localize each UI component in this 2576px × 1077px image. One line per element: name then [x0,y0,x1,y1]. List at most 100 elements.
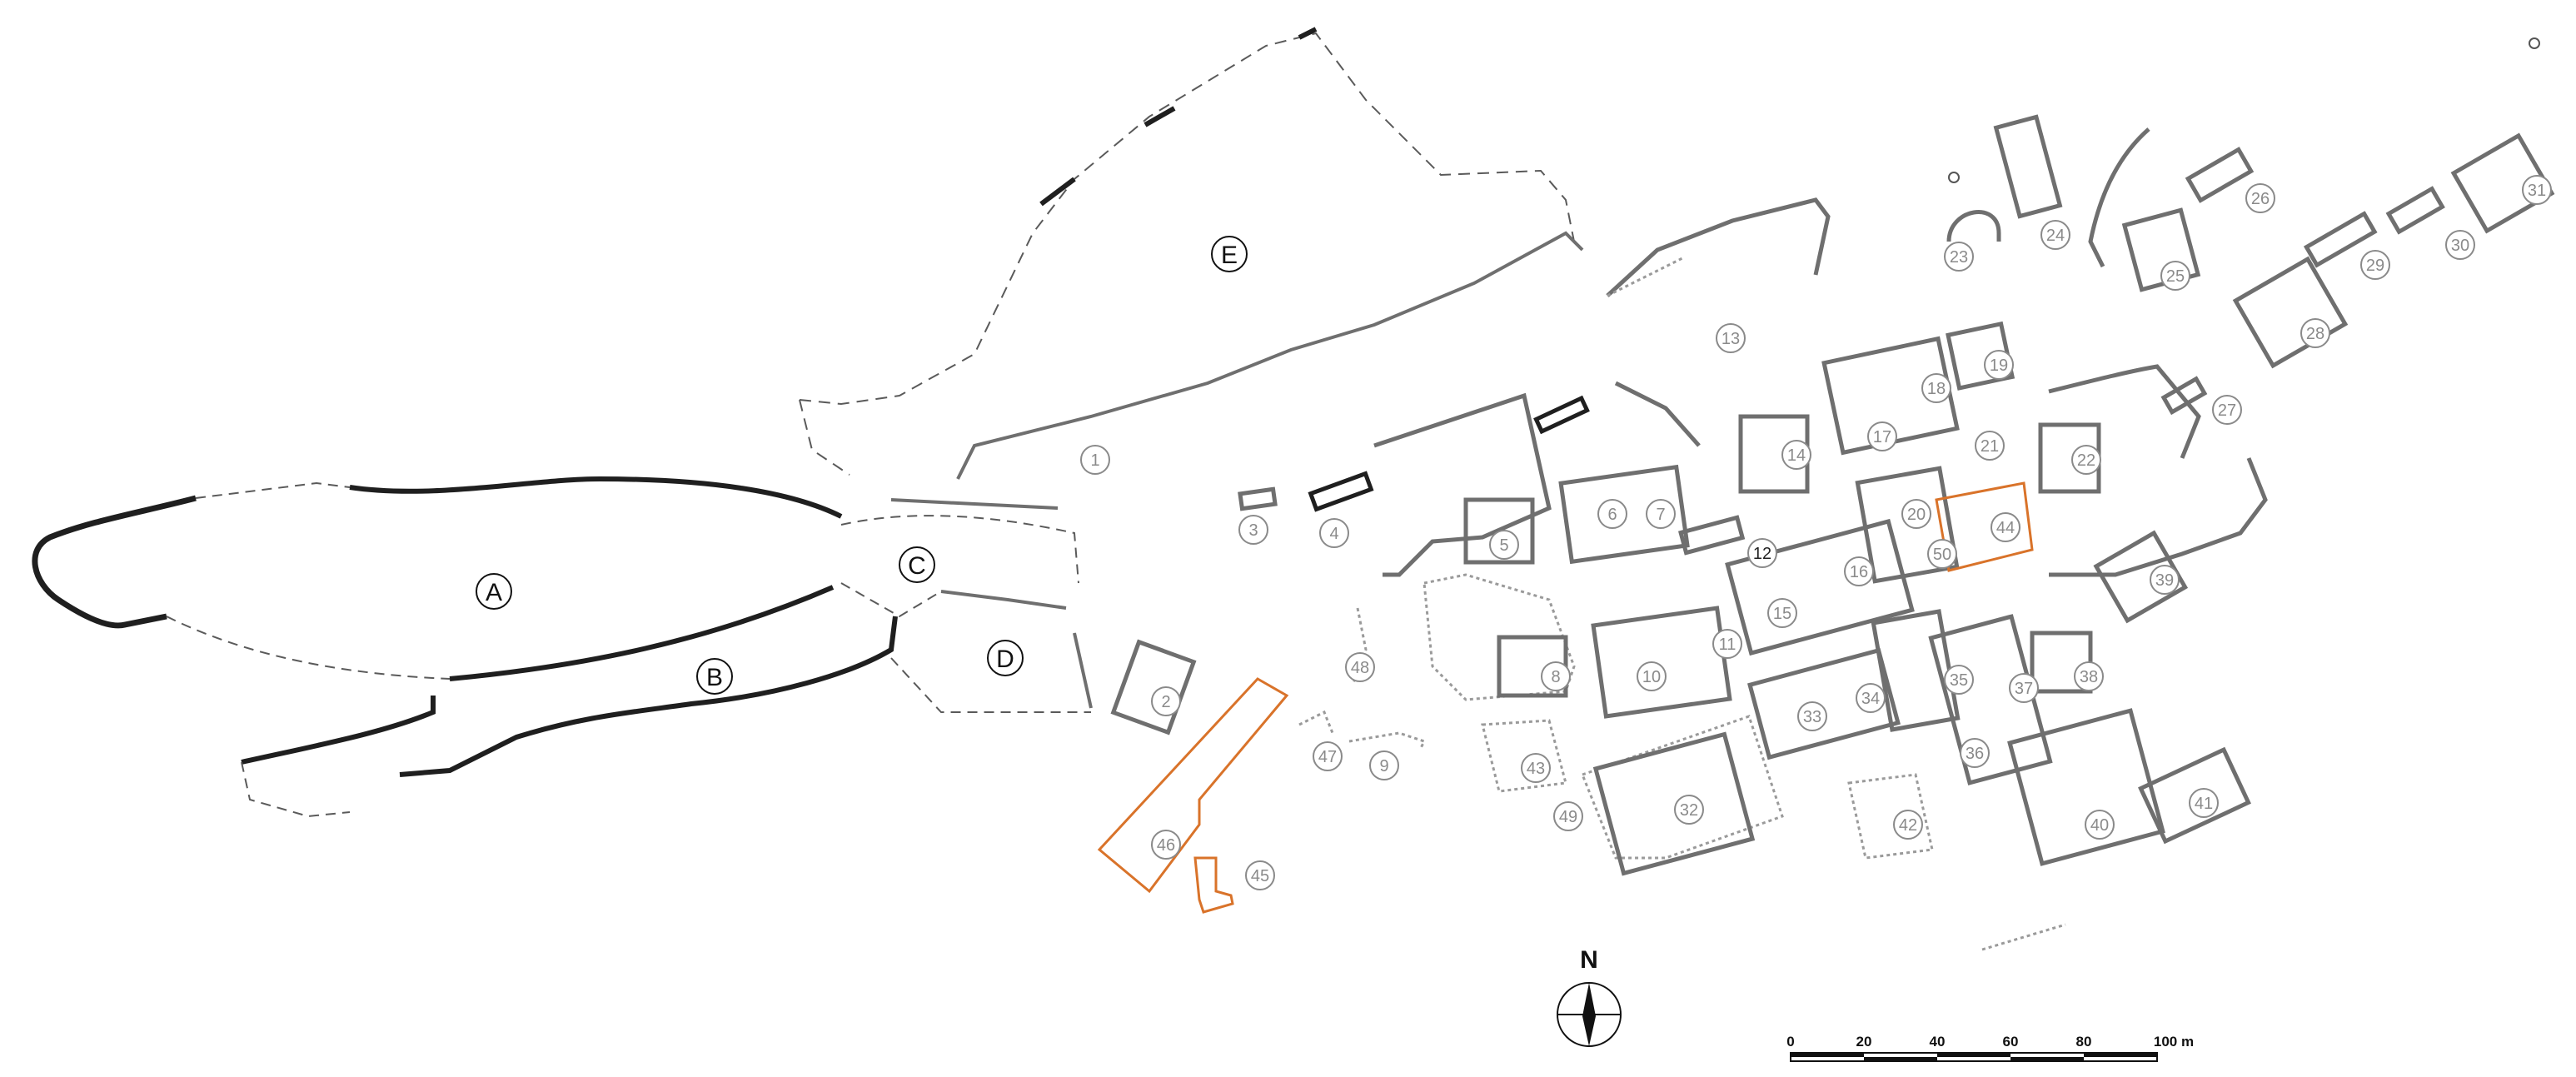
structure-label-circle [1151,686,1181,716]
zone-label: C [908,552,926,580]
structure-label: 49 [1559,808,1577,826]
building-27 [2160,376,2208,416]
structure-label-circle [1541,661,1571,691]
structure-label-circle [1767,598,1797,628]
structure-label: 41 [2195,795,2213,813]
zone-label: E [1221,242,1238,269]
structure-label: 3 [1248,521,1258,540]
wall-25-curve [2088,127,2150,268]
structure-label-circle [1245,860,1275,890]
wall-1-block [1373,392,1552,577]
scale-bar-tick-label: 20 [1856,1034,1872,1050]
building-4b [1533,395,1590,435]
structure-label: 48 [1351,659,1369,677]
structure-label-circle [1369,750,1399,780]
structure-label: 4 [1329,525,1338,543]
zone-label-circle [899,546,935,583]
enclosure-walls [1373,127,2268,577]
building-15-16 [1725,518,1915,656]
structure-label: 1 [1090,451,1099,470]
small-marker [1948,172,1960,183]
structure-label: 9 [1379,757,1388,775]
zone-b-west-dash [241,761,351,818]
building-20-50 [1855,466,1960,584]
building-28 [2232,256,2349,369]
structure-label: 26 [2251,190,2270,208]
dotted-47 [1298,710,1334,734]
structure-label-circle [2300,318,2330,348]
structure-label: 50 [1933,546,1951,564]
structure-label: 5 [1499,536,1508,555]
structure-label: 7 [1656,506,1665,524]
structure-label: 22 [2077,451,2095,470]
building-5 [1463,497,1535,565]
reconstructed-walls [1298,257,2066,951]
structure-label-circle [1716,323,1746,353]
structure-label-circle [1489,530,1519,560]
zone-a-west-dash [166,616,451,680]
structure-label-circle [1921,373,1951,403]
zone-a-edge [195,481,351,499]
scale-bar-tick-label: 60 [2003,1034,2019,1050]
building-29 [2303,211,2378,268]
dotted-13 [1607,257,1683,297]
structure-label-circle [1151,830,1181,860]
building-33-34 [1747,647,1901,760]
structure-label: 45 [1251,867,1269,885]
scale-bar-segment [2084,1053,2157,1057]
structure-label-circle [2245,183,2275,213]
scale-bar-tick-label: 0 [1786,1034,1794,1050]
building-3 [1238,486,1278,511]
zone-e-south-wall [956,231,1584,480]
structure-label-circle [2040,220,2070,250]
highlight-46 [1097,677,1289,894]
zone-b-south-wall [399,616,898,777]
highlight-45 [1193,856,1234,914]
wall-center-west [1614,381,1701,447]
building-23 [1946,210,2001,242]
structure-label-circle [1597,499,1627,529]
dotted-43-block [1481,719,1567,793]
building-10-11 [1591,606,1732,719]
structure-label-circle [1521,753,1551,783]
structure-label: 46 [1157,836,1175,855]
structure-label: 6 [1607,506,1617,524]
zone-a-outline [32,495,197,629]
structure-label-circle [2189,788,2219,818]
structure-label: 37 [2015,680,2033,698]
structure-label-circle [1797,701,1827,731]
structure-label-circle [1781,440,1811,470]
zone-e-outline [799,32,1575,406]
structure-label: 10 [1642,668,1661,686]
structure-label: 36 [1966,745,1984,763]
north-arrow: N [1557,946,1622,1047]
structure-label-circle [2445,230,2475,260]
zone-label: B [706,664,723,691]
structure-label-circle [1867,421,1897,451]
corner-marker [2529,37,2540,49]
zone-b-north-wall [241,696,436,765]
structure-label: 23 [1950,248,1968,267]
zone-a-north-wall [349,476,843,519]
zone-label-circle [476,573,512,610]
structure-label-circle [1844,556,1874,586]
structure-label: 43 [1527,760,1545,778]
building-24 [1993,114,2063,219]
structure-label: 40 [2090,816,2109,835]
zone-a-south-wall [449,585,835,681]
zone-d-wall [1073,632,1093,709]
dotted-9 [1348,731,1427,750]
structure-label: 38 [2080,668,2098,686]
zone-d-outline [890,632,1092,713]
structure-label-circle [1901,499,1931,529]
building-4 [1308,471,1374,512]
structure-label-circle [1319,518,1349,548]
structure-label: 16 [1850,563,1868,581]
zone-label: D [996,646,1014,673]
structure-label: 42 [1899,816,1917,835]
structure-label: 19 [1990,357,2008,375]
structure-label-circle [1080,445,1110,475]
